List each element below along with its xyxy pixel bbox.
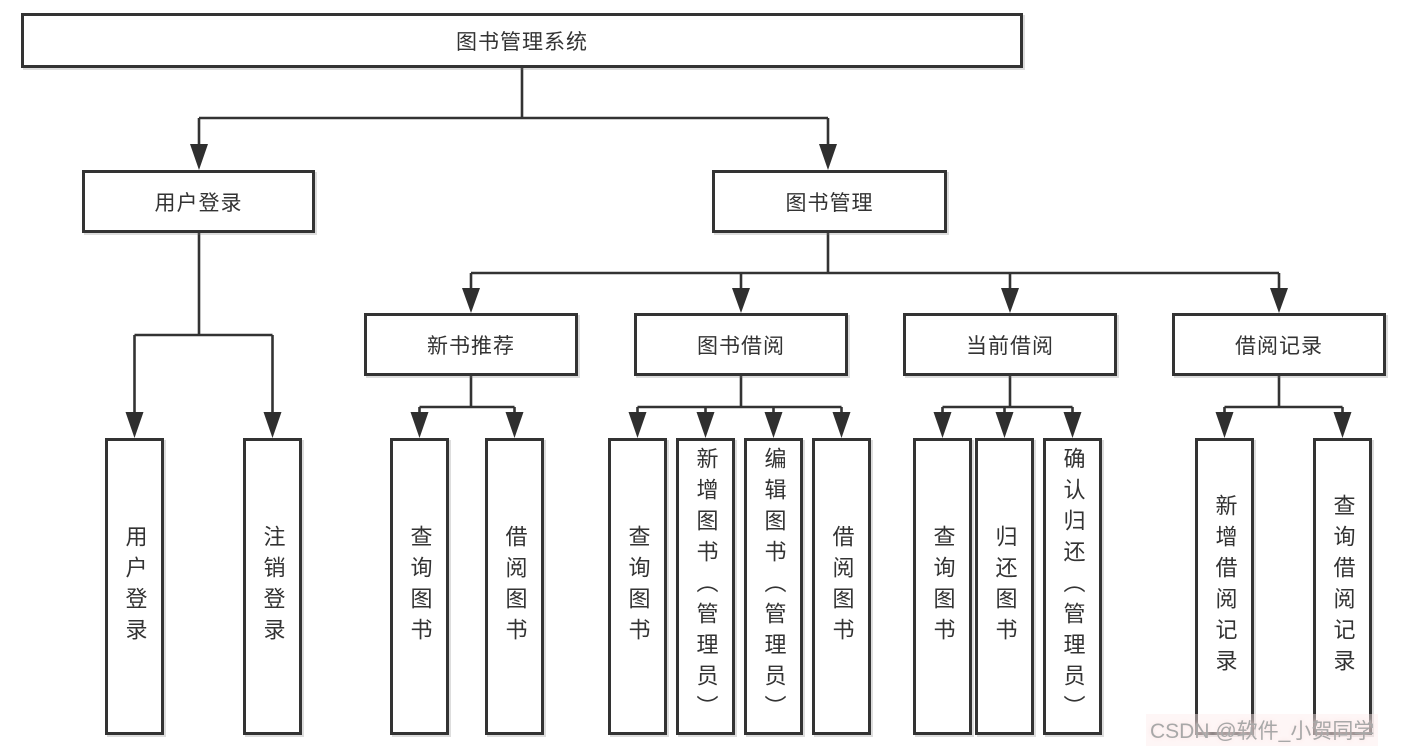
- node-leaf-query-books-1-label: 查询图书: [407, 524, 433, 649]
- node-leaf-user-login: 用户登录: [105, 438, 164, 735]
- node-leaf-confirm-return-admin: 确认归还（管理员）: [1043, 438, 1102, 735]
- node-borrow-records: 借阅记录: [1172, 313, 1386, 376]
- node-leaf-return-books: 归还图书: [975, 438, 1034, 735]
- node-leaf-borrow-books-2: 借阅图书: [812, 438, 871, 735]
- node-leaf-query-borrow-record-label: 查询借阅记录: [1330, 493, 1356, 680]
- node-leaf-edit-books-admin: 编辑图书（管理员）: [744, 438, 803, 735]
- node-user-login-group-label: 用户登录: [154, 191, 243, 215]
- node-new-book-recommend-label: 新书推荐: [427, 334, 515, 358]
- node-leaf-confirm-return-admin-label: 确认归还（管理员）: [1060, 447, 1086, 726]
- node-leaf-borrow-books-2-label: 借阅图书: [829, 524, 855, 649]
- node-leaf-edit-books-admin-label: 编辑图书（管理员）: [761, 447, 787, 726]
- node-leaf-borrow-books-1: 借阅图书: [485, 438, 544, 735]
- node-leaf-add-borrow-record-label: 新增借阅记录: [1212, 493, 1238, 680]
- node-leaf-query-books-2: 查询图书: [608, 438, 667, 735]
- csdn-watermark: CSDN @软件_小贺同学: [1146, 714, 1379, 746]
- node-new-book-recommend: 新书推荐: [364, 313, 578, 376]
- node-leaf-add-books-admin: 新增图书（管理员）: [676, 438, 735, 735]
- node-leaf-query-borrow-record: 查询借阅记录: [1313, 438, 1372, 735]
- node-leaf-user-login-label: 用户登录: [122, 524, 148, 649]
- node-leaf-query-books-3-label: 查询图书: [930, 524, 956, 649]
- node-library-system-label: 图书管理系统: [456, 30, 588, 54]
- node-book-management-label: 图书管理: [785, 191, 874, 215]
- node-leaf-add-borrow-record: 新增借阅记录: [1195, 438, 1254, 735]
- node-leaf-query-books-1: 查询图书: [390, 438, 449, 735]
- node-leaf-query-books-2-label: 查询图书: [625, 524, 651, 649]
- node-leaf-logout: 注销登录: [243, 438, 302, 735]
- node-book-management: 图书管理: [712, 170, 947, 233]
- node-leaf-return-books-label: 归还图书: [992, 524, 1018, 649]
- node-library-system: 图书管理系统: [21, 13, 1023, 68]
- node-leaf-query-books-3: 查询图书: [913, 438, 972, 735]
- node-leaf-add-books-admin-label: 新增图书（管理员）: [693, 447, 719, 726]
- node-current-borrowing: 当前借阅: [903, 313, 1117, 376]
- node-current-borrowing-label: 当前借阅: [966, 334, 1054, 358]
- node-leaf-borrow-books-1-label: 借阅图书: [502, 524, 528, 649]
- node-leaf-logout-label: 注销登录: [260, 524, 286, 649]
- node-book-borrowing-label: 图书借阅: [697, 334, 785, 358]
- node-book-borrowing: 图书借阅: [634, 313, 848, 376]
- node-borrow-records-label: 借阅记录: [1235, 334, 1323, 358]
- node-user-login-group: 用户登录: [82, 170, 315, 233]
